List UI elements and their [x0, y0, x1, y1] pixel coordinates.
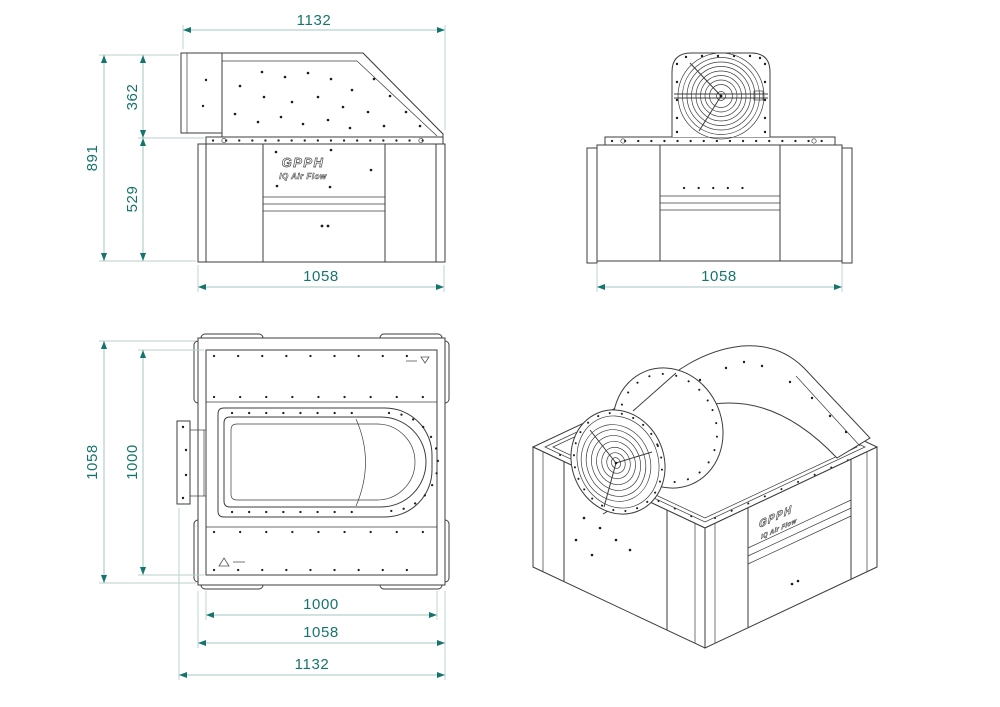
dim-front-bottom-width: 1058: [596, 264, 843, 292]
base-cabinet: [596, 144, 843, 262]
dim-label: 1132: [295, 656, 330, 673]
dim-top-mid-width: 1058: [197, 591, 446, 680]
outlet-flange: [180, 52, 223, 134]
mark-top-right: [406, 356, 430, 364]
brand-tagline: IQ Air Flow: [279, 172, 327, 181]
dim-label: 1000: [303, 596, 339, 613]
dim-label: 891: [84, 145, 101, 172]
dim-label: 529: [124, 186, 141, 213]
dim-label: 1058: [701, 268, 737, 285]
brand-logo: GPPH IQ Air Flow: [279, 155, 327, 182]
isometric-view: GPPH IQ Air Flow: [531, 345, 879, 649]
dim-label: 1000: [124, 444, 141, 480]
dim-label: 362: [124, 84, 141, 111]
iso-right-face: GPPH IQ Air Flow: [704, 446, 878, 649]
brand-name: GPPH: [282, 155, 325, 170]
right-side-panel: [841, 147, 853, 264]
dim-label: 1058: [303, 624, 339, 641]
dim-label: 1058: [303, 268, 339, 285]
fan-grille: [674, 52, 768, 140]
dim-top-inner-width: 1000: [205, 591, 438, 620]
hood-panel: [221, 52, 444, 138]
dim-side-bottom-width: 1058: [197, 265, 445, 292]
dim-top-inner-depth: 1000: [124, 349, 204, 576]
base-cabinet: GPPH IQ Air Flow: [197, 143, 446, 263]
fan-circle-arc: [355, 418, 366, 507]
duct-flange: [217, 407, 440, 518]
dim-side-hood-height: 362: [124, 55, 204, 139]
hood-bolt-dots: [233, 70, 422, 130]
mark-bottom-left: [218, 557, 245, 567]
base-top-plate: [205, 136, 444, 145]
top-view: 1058 1000 1000 1058 1132: [84, 333, 450, 680]
front-view: 1058: [586, 52, 853, 292]
base-top-plate: [604, 136, 836, 146]
dim-label: 1132: [297, 12, 332, 29]
dim-label: 1058: [84, 444, 101, 480]
iso-fan-grille: [570, 409, 666, 515]
dim-side-base-height: 529: [124, 138, 147, 261]
dim-side-top-width: 1132: [182, 12, 446, 130]
dim-top-outer-depth: 1058: [84, 340, 196, 584]
dim-top-outer-width: 1132: [178, 508, 445, 680]
dim-side-total-height: 891: [84, 54, 196, 262]
left-side-panel: [586, 147, 598, 264]
fan-plate-bolts: [675, 54, 767, 134]
top-frame: [197, 337, 446, 586]
side-view: GPPH IQ Air Flow 1132 891 362 529 1058: [84, 12, 446, 292]
outlet-flange: [176, 420, 206, 505]
